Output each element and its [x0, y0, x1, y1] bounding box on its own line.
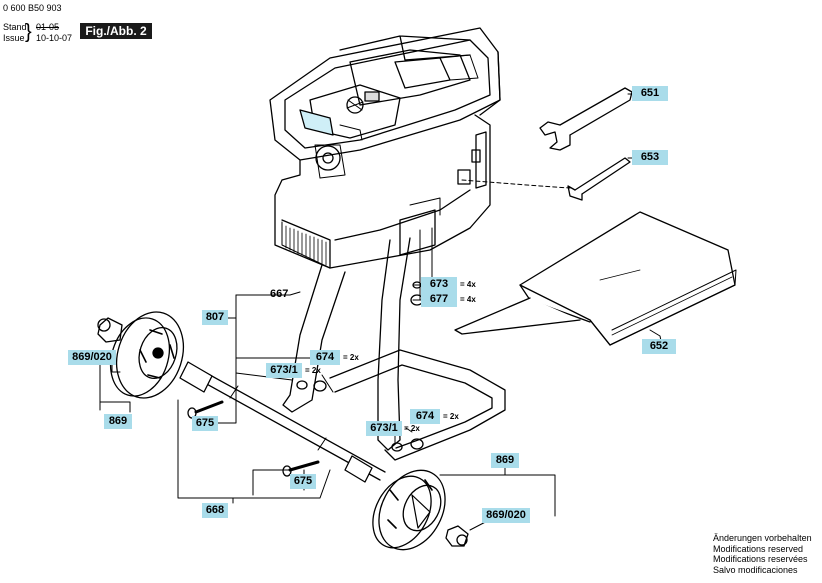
- qty-674-lower: = 2x: [443, 412, 459, 421]
- allen-key: [567, 157, 631, 201]
- stand-value: 01-05: [36, 22, 60, 32]
- part-tag-673[interactable]: 673: [421, 277, 457, 292]
- shredder-hopper: [269, 27, 501, 161]
- part-tag-674-upper[interactable]: 674: [310, 350, 340, 365]
- note-es: Salvo modificaciones: [713, 564, 798, 575]
- document-number: 0 600 B50 903: [3, 3, 62, 13]
- qty-677: = 4x: [460, 295, 476, 304]
- note-en: Modifications reserved: [713, 543, 804, 554]
- part-tag-653[interactable]: 653: [632, 150, 668, 165]
- qty-673-1-lower: = 2x: [404, 424, 420, 433]
- part-tag-673-1-upper[interactable]: 673/1: [266, 363, 302, 378]
- switch-unit: [299, 84, 401, 141]
- part-tag-869-020-left[interactable]: 869/020: [68, 350, 116, 365]
- shredder-body: [274, 114, 491, 269]
- frame-tubes: [282, 227, 506, 461]
- figure-tag: Fig./Abb. 2: [80, 23, 152, 39]
- part-tag-677[interactable]: 677: [421, 292, 457, 307]
- axle: [179, 361, 386, 483]
- qty-673-1-upper: = 2x: [305, 366, 321, 375]
- part-tag-674-lower[interactable]: 674: [410, 409, 440, 424]
- wheel-right: [372, 469, 446, 551]
- brace-icon: }: [25, 21, 32, 43]
- note-fr: Modifications reservées: [713, 554, 808, 564]
- part-tag-807[interactable]: 807: [202, 310, 228, 325]
- hubcap-left: [97, 317, 123, 343]
- wheel-left: [109, 311, 184, 399]
- bolt-675-lower: [282, 460, 320, 477]
- modification-notes: Änderungen vorbehalten Modifications res…: [713, 533, 812, 575]
- part-tag-869-left[interactable]: 869: [104, 414, 132, 429]
- stand-label: Stand: [3, 22, 27, 32]
- collection-bag: [454, 211, 737, 346]
- part-tag-651[interactable]: 651: [632, 86, 668, 101]
- note-de: Änderungen vorbehalten: [713, 533, 812, 543]
- part-tag-869-right[interactable]: 869: [491, 453, 519, 468]
- part-label-667[interactable]: 667: [270, 288, 289, 300]
- wrench: [539, 87, 633, 151]
- hubcap-right: [445, 525, 469, 547]
- part-tag-675-upper[interactable]: 675: [192, 416, 218, 431]
- part-tag-869-020-right[interactable]: 869/020: [482, 508, 530, 523]
- part-tag-673-1-lower[interactable]: 673/1: [366, 421, 402, 436]
- part-tag-675-lower[interactable]: 675: [290, 474, 316, 489]
- qty-674-upper: = 2x: [343, 353, 359, 362]
- part-tag-668[interactable]: 668: [202, 503, 228, 518]
- issue-label: Issue: [3, 33, 25, 43]
- qty-673: = 4x: [460, 280, 476, 289]
- issue-value: 10-10-07: [36, 33, 73, 43]
- part-tag-652[interactable]: 652: [642, 339, 676, 354]
